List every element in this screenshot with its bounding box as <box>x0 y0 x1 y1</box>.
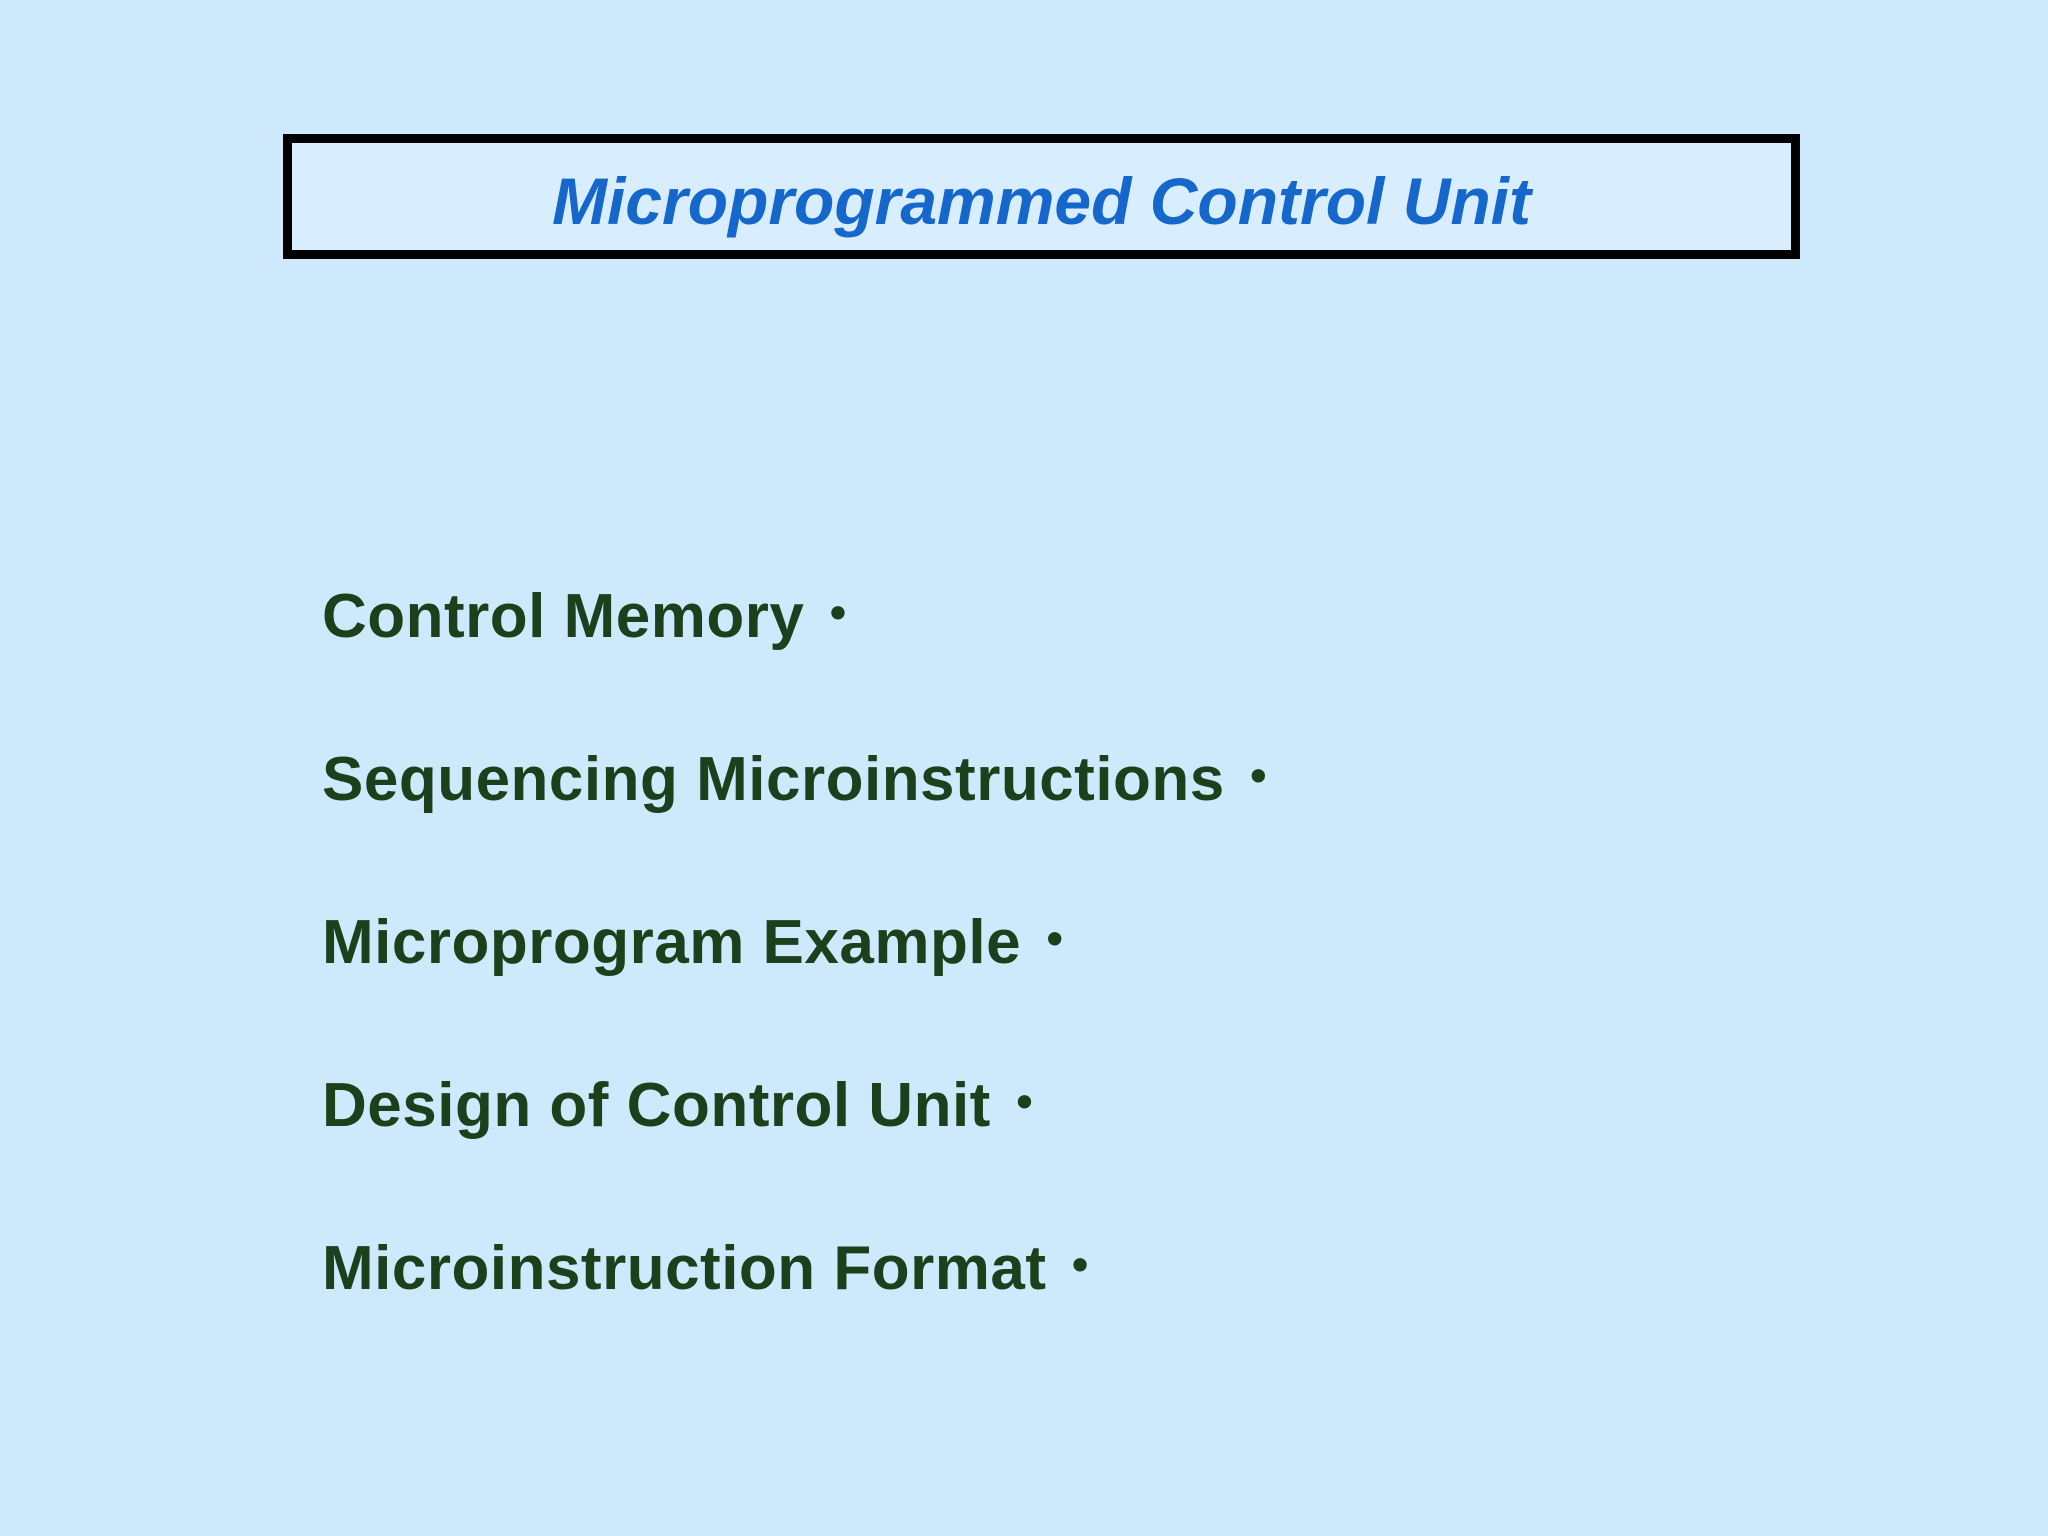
bullet-line: Microinstruction Format • <box>322 1223 1272 1313</box>
bullet-line: Sequencing Microinstructions • <box>322 734 1272 824</box>
bullet-label: Design of Control Unit <box>322 1070 991 1140</box>
bullet-dot-icon: • <box>824 587 852 641</box>
bullet-label: Microinstruction Format <box>322 1233 1047 1303</box>
bullet-line: Control Memory • <box>322 571 1272 661</box>
bullet-dot-icon: • <box>1066 1239 1094 1293</box>
bullet-label: Control Memory <box>322 581 805 651</box>
bullet-dot-icon: • <box>1244 750 1272 804</box>
bullet-label: Microprogram Example <box>322 907 1022 977</box>
bullet-dot-icon: • <box>1041 913 1069 967</box>
slide-title: Microprogrammed Control Unit <box>551 163 1531 238</box>
bullet-line: Microprogram Example • <box>322 897 1272 987</box>
bullet-dot-icon: • <box>1010 1076 1038 1130</box>
title-box: Microprogrammed Control Unit <box>283 134 1800 259</box>
bullet-line: Design of Control Unit • <box>322 1060 1272 1150</box>
bullet-list: Control Memory•Sequencing Microinstructi… <box>322 571 1272 1386</box>
bullet-label: Sequencing Microinstructions <box>322 744 1225 814</box>
